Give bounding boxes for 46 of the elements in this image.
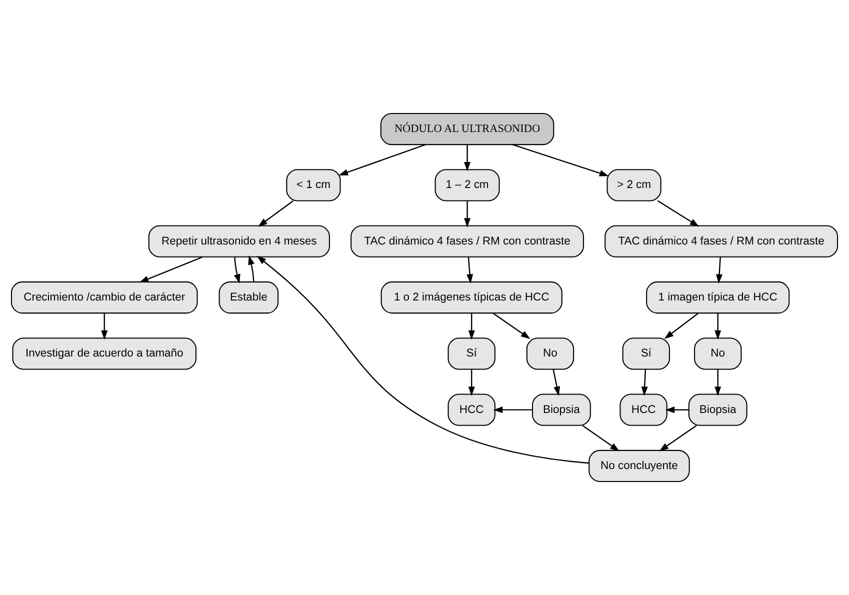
arrow: [664, 312, 699, 340]
node-box: 1 – 2 cm: [434, 169, 500, 202]
node-box: Crecimiento /cambio de carácter: [10, 281, 198, 314]
arrow: [139, 256, 203, 283]
arrow: [468, 313, 475, 340]
arrow: [338, 144, 426, 176]
arrow: [641, 369, 648, 396]
node-box: Investigar de acuerdo a tamaño: [12, 338, 196, 370]
arrow: [493, 406, 532, 414]
arrow: [716, 257, 723, 284]
arrow: [464, 200, 471, 228]
node-box: Biopsia: [532, 394, 591, 426]
arrow: [248, 255, 254, 282]
node-box: HCC: [620, 394, 668, 426]
node-box: NÓDULO AL ULTRASONIDO: [380, 112, 554, 146]
arrow: [714, 369, 722, 396]
arrow: [464, 144, 471, 172]
arrow: [512, 144, 609, 176]
arrow: [468, 369, 475, 396]
node-box: < 1 cm: [286, 169, 341, 202]
node-box: Sí: [622, 338, 670, 370]
node-box: 1 imagen típica de HCC: [646, 281, 790, 314]
node-box: HCC: [448, 394, 496, 426]
arrow: [657, 200, 700, 227]
arrow: [665, 406, 689, 414]
node-box: Sí: [448, 338, 496, 370]
arrow: [492, 312, 530, 339]
node-box: Biopsia: [688, 394, 748, 426]
arrow: [714, 313, 722, 340]
arrow: [101, 313, 108, 340]
arrow: [552, 369, 560, 396]
node-box: Repetir ultrasonido en 4 meses: [148, 225, 330, 258]
node-box: No concluyente: [588, 450, 690, 482]
node-box: TAC dinámico 4 fases / RM con contraste: [350, 225, 584, 258]
arrow: [582, 425, 620, 452]
node-box: No: [694, 338, 742, 370]
arrow: [234, 257, 240, 284]
node-box: > 2 cm: [606, 169, 662, 202]
arrow: [258, 200, 294, 227]
arrow: [659, 425, 697, 452]
arrow: [256, 256, 589, 464]
node-box: No: [526, 338, 574, 370]
node-box: Estable: [218, 281, 279, 314]
node-box: 1 o 2 imágenes típicas de HCC: [380, 281, 562, 314]
node-box: TAC dinámico 4 fases / RM con contraste: [604, 225, 838, 258]
arrow: [466, 257, 474, 284]
